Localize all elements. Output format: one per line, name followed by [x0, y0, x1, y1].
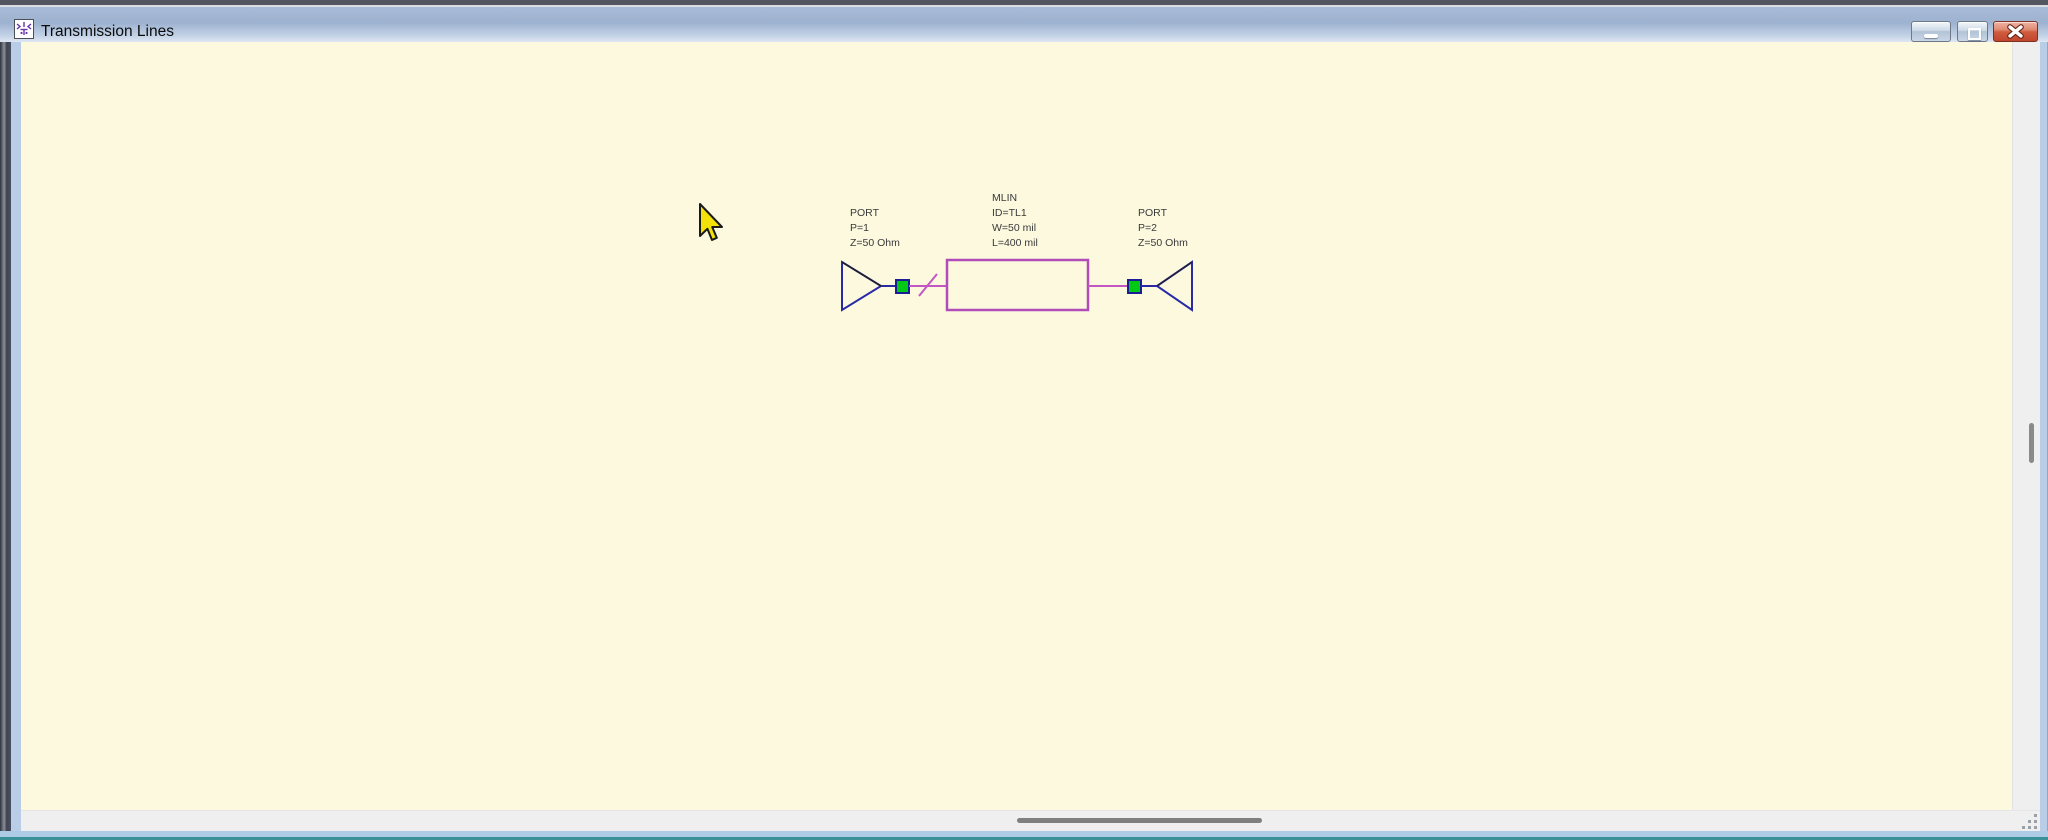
- port2-symbol[interactable]: [1141, 260, 1193, 312]
- port1-label-line: PORT: [850, 207, 879, 219]
- port2-label-line: Z=50 Ohm: [1138, 237, 1188, 249]
- window-border-bottom-edge: [0, 837, 2048, 840]
- node1-connector[interactable]: [895, 279, 910, 294]
- horizontal-scrollbar-thumb[interactable]: [1017, 818, 1262, 823]
- schematic-document-icon: [16, 22, 32, 35]
- port2-labels[interactable]: PORT P=2 Z=50 Ohm: [1138, 206, 1188, 251]
- minimize-button[interactable]: [1911, 21, 1951, 42]
- title-bar[interactable]: Transmission Lines: [0, 7, 2048, 42]
- wire1[interactable]: [909, 273, 947, 297]
- mlin-label-line: W=50 mil: [992, 222, 1037, 234]
- restore-button[interactable]: [1957, 21, 1988, 42]
- restore-icon: [1967, 28, 1981, 40]
- wire1-slash-mark: [918, 273, 938, 297]
- mouse-cursor-arrow: [699, 203, 723, 241]
- window-border-left: [11, 42, 21, 831]
- minimize-icon: [1924, 34, 1938, 38]
- mlin-labels[interactable]: MLIN ID=TL1 W=50 mil L=400 mil: [992, 191, 1038, 251]
- port2-label-line: PORT: [1138, 207, 1167, 219]
- window-resize-grip[interactable]: [2022, 814, 2040, 830]
- window-border-bottom: [0, 831, 2048, 837]
- port1-label-line: Z=50 Ohm: [850, 237, 900, 249]
- mlin-label-line: L=400 mil: [992, 237, 1038, 249]
- window-border-top: [0, 0, 2048, 5]
- schematic-canvas[interactable]: [21, 42, 2012, 810]
- mlin-label-line: MLIN: [992, 192, 1018, 204]
- port2-label-line: P=2: [1138, 222, 1157, 234]
- vertical-scrollbar-thumb[interactable]: [2029, 423, 2034, 463]
- outer-edge-left: [0, 42, 11, 840]
- port1-labels[interactable]: PORT P=1 Z=50 Ohm: [850, 206, 900, 251]
- mlin-element-body[interactable]: [945, 258, 1090, 312]
- app-icon: [14, 19, 34, 39]
- vertical-scrollbar-track[interactable]: [2012, 42, 2040, 831]
- window-border-top-highlight: [0, 5, 2048, 7]
- close-button[interactable]: [1993, 21, 2038, 42]
- window-title: Transmission Lines: [41, 23, 174, 40]
- port1-label-line: P=1: [850, 222, 869, 234]
- mlin-label-line: ID=TL1: [992, 207, 1027, 219]
- port1-symbol[interactable]: [841, 260, 896, 312]
- close-icon: [2007, 24, 2024, 39]
- node2-connector[interactable]: [1127, 279, 1142, 294]
